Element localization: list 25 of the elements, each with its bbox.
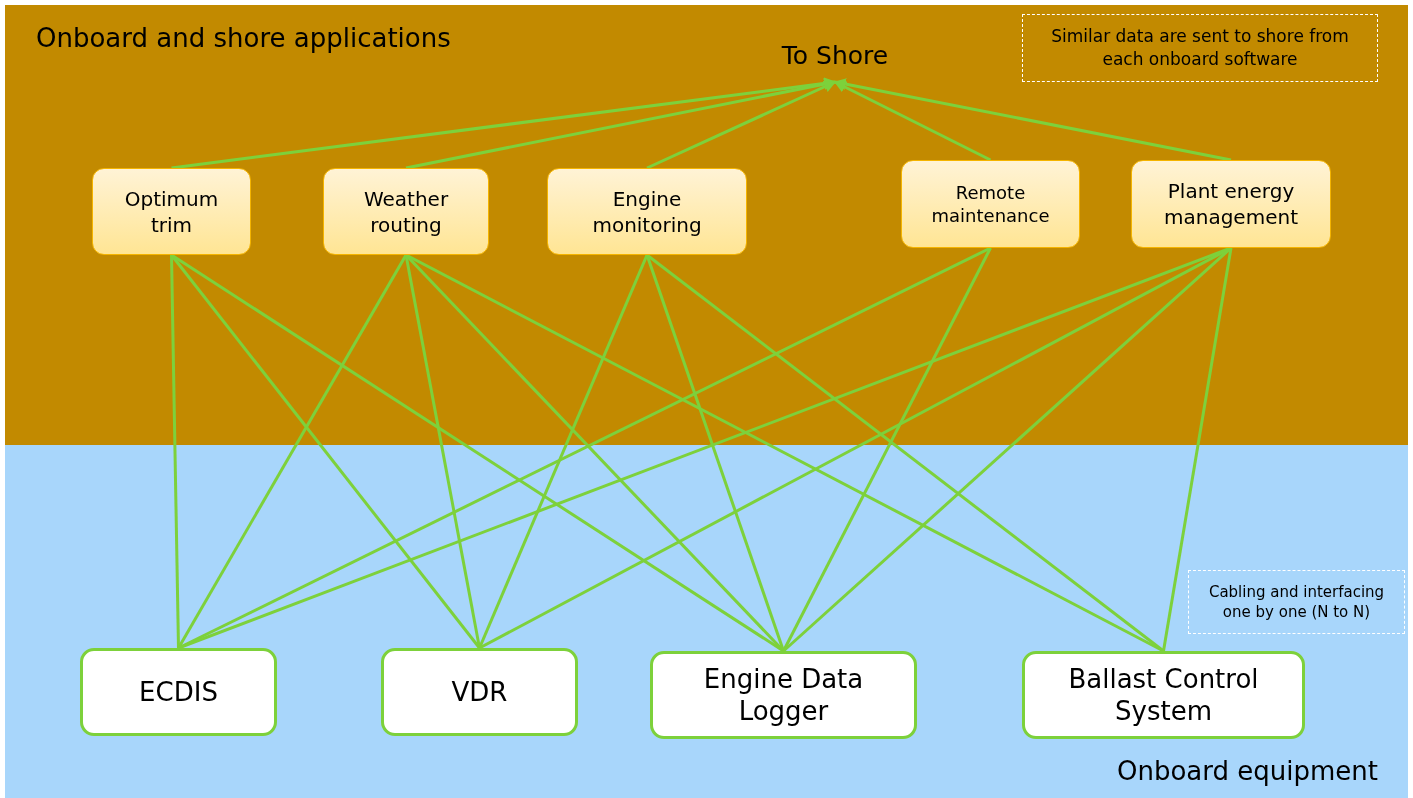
connector-line (177, 254, 408, 649)
application-box: Engine monitoring (547, 168, 747, 255)
application-box: Plant energy management (1131, 160, 1331, 248)
connector-line (645, 254, 785, 652)
region-title: Onboard equipment (1117, 756, 1378, 786)
equipment-box: Engine Data Logger (650, 651, 917, 739)
arrow (646, 80, 837, 170)
region-band (5, 445, 1408, 798)
equipment-box: VDR (381, 648, 578, 736)
note-box: Cabling and interfacing one by one (N to N) (1188, 570, 1405, 634)
arrow (833, 78, 1232, 162)
equipment-box: ECDIS (80, 648, 277, 736)
application-box: Weather routing (323, 168, 489, 255)
region-band (5, 5, 1408, 445)
connector-line (478, 254, 649, 649)
note-box: Similar data are sent to shore from each onboard software (1022, 14, 1378, 82)
connector-line (170, 254, 180, 649)
destination-label: To Shore (770, 28, 900, 82)
connector-line (782, 247, 992, 652)
arrow (833, 80, 992, 162)
region-title: Onboard and shore applications (36, 23, 451, 53)
equipment-box: Ballast Control System (1022, 651, 1305, 739)
application-box: Optimum trim (92, 168, 251, 255)
application-box: Remote maintenance (901, 160, 1080, 248)
connector-line (1162, 247, 1233, 652)
